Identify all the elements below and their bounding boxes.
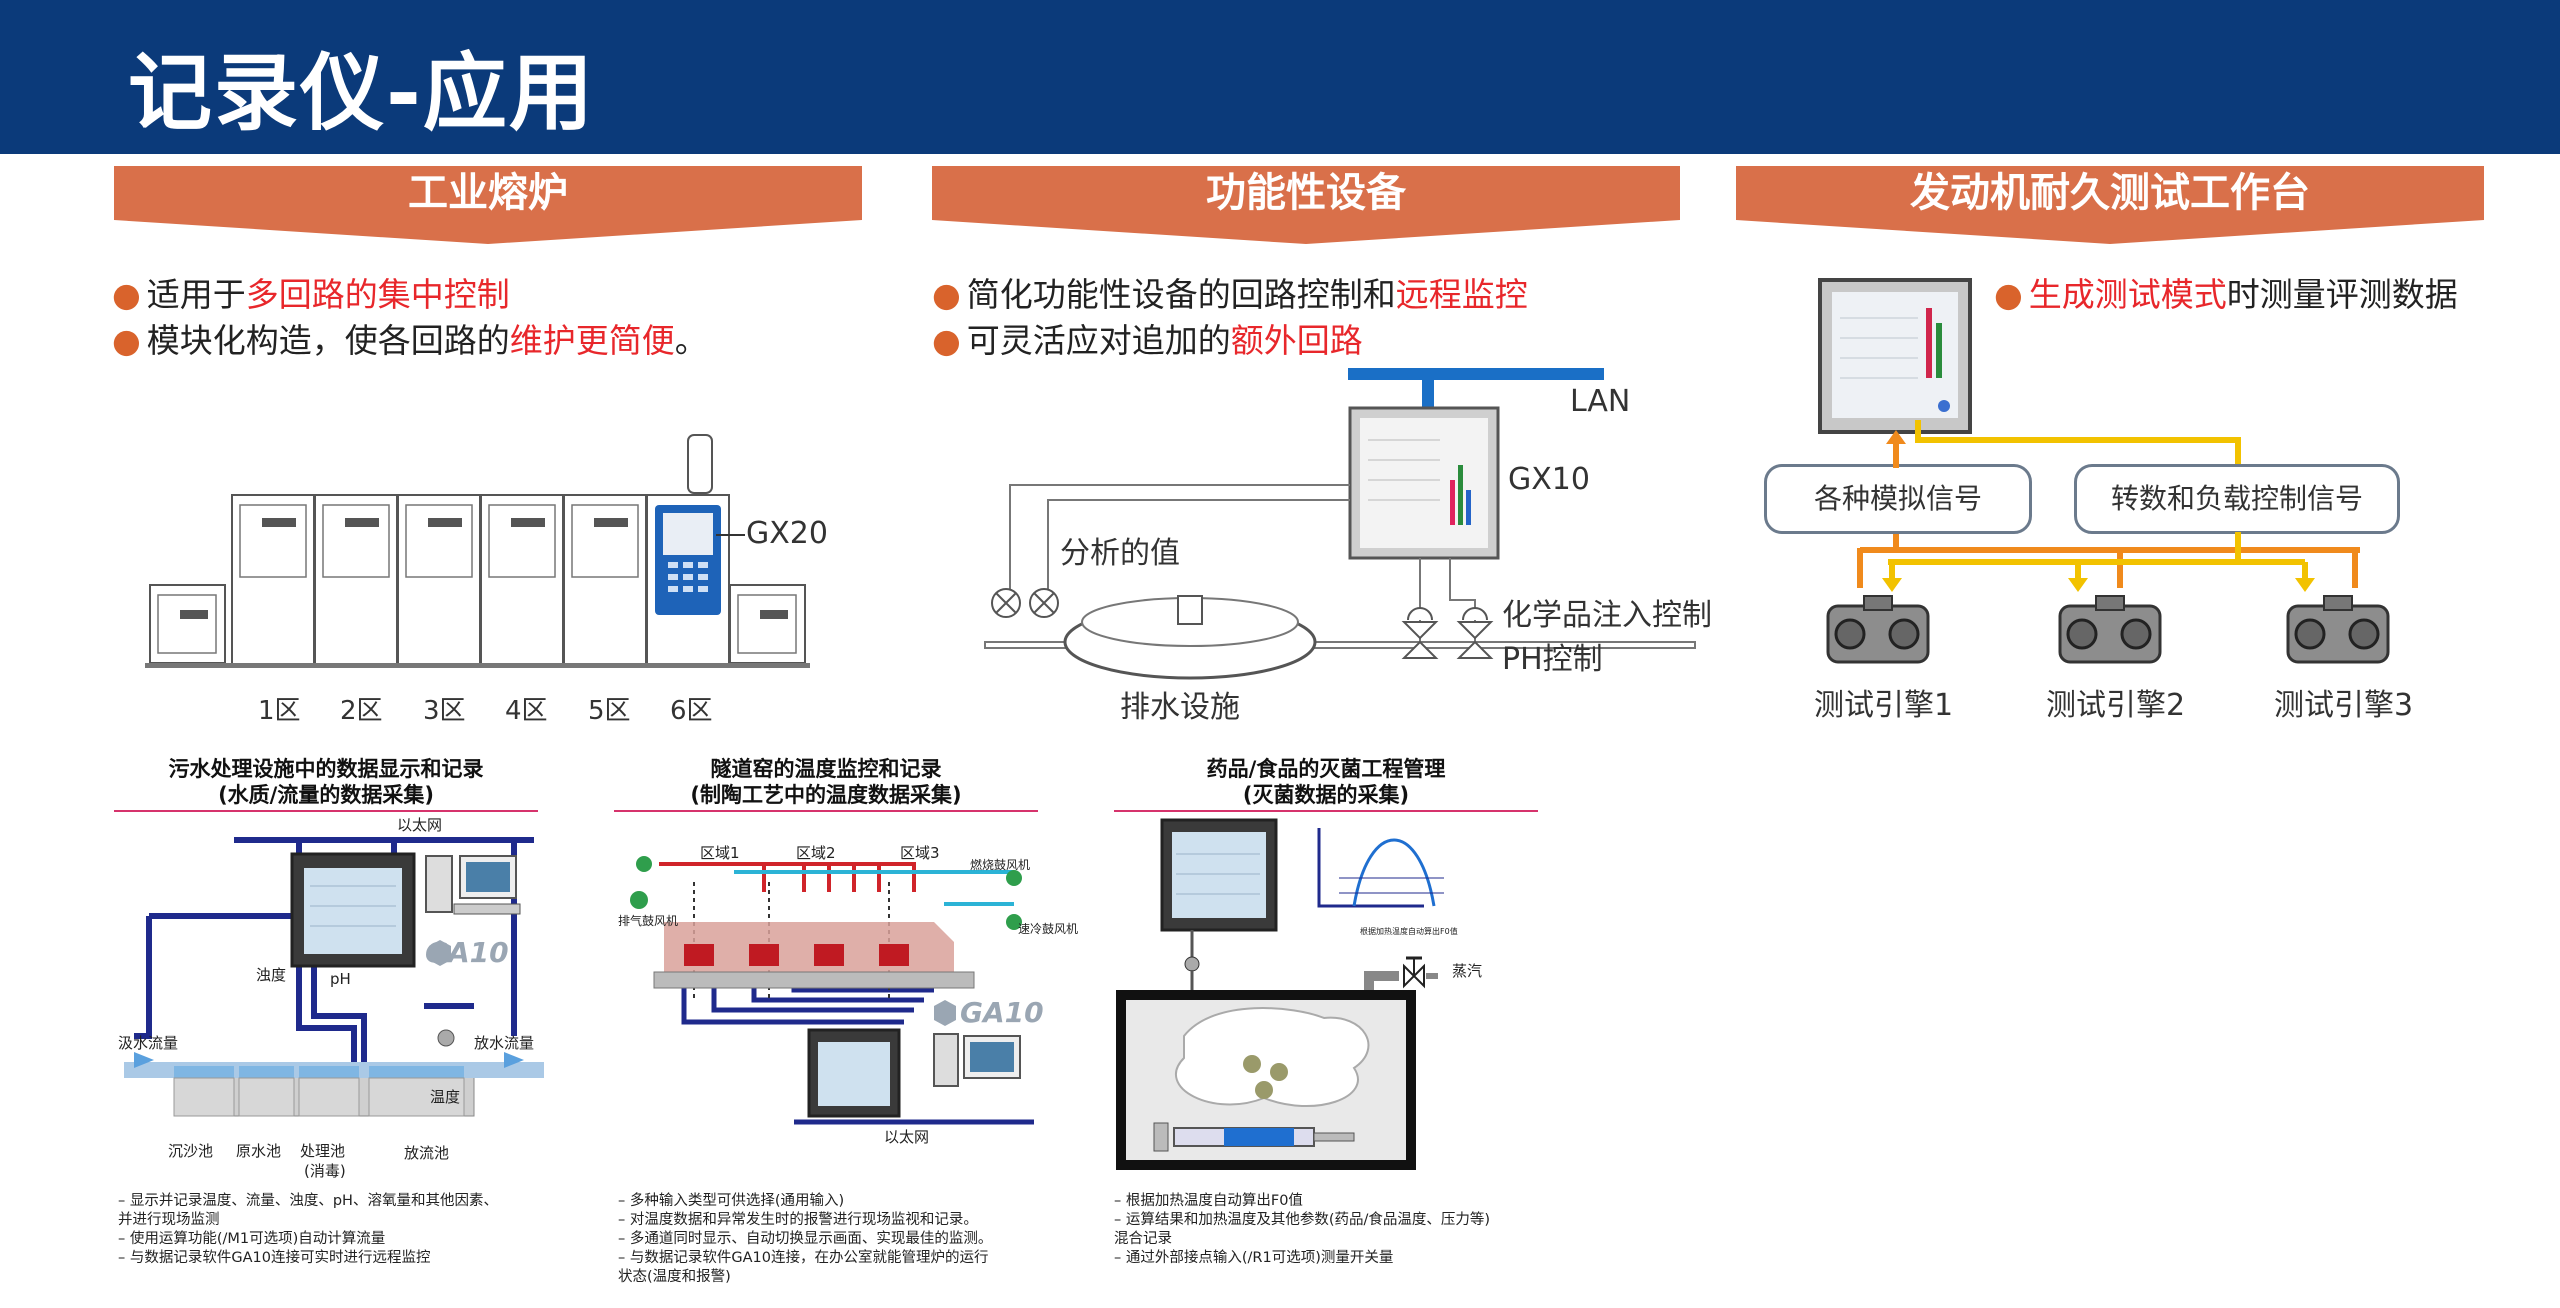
banner-functional-label: 功能性设备 (1206, 170, 1406, 216)
outflow-label: 放水流量 (474, 1034, 535, 1052)
engine-label: 测试引擎2 (2046, 688, 2186, 723)
analysis-label: 分析的值 (1060, 536, 1180, 571)
kiln-zone-label: 区域3 (900, 844, 940, 862)
case3-notes: – 根据加热温度自动算出F0值– 运算结果和加热温度及其他参数(药品/食品温度、… (1114, 1193, 1491, 1266)
case2-illustration (630, 856, 1034, 1125)
case2-title: 隧道窑的温度监控和记录(制陶工艺中的温度数据采集) (690, 757, 962, 807)
case2-ethernet-label: 以太网 (884, 1128, 930, 1146)
case3-illustration (1116, 818, 1444, 1170)
engine-label: 测试引擎3 (2274, 688, 2414, 723)
functional-illustration (984, 368, 1696, 680)
kiln-zone-label: 区域1 (700, 844, 740, 862)
chem-injection-label: 化学品注入控制 (1502, 598, 1712, 633)
case1-divider (114, 810, 538, 812)
case2-divider (614, 810, 1038, 812)
zone-label: 6区 (670, 696, 713, 726)
temp-label: 温度 (430, 1088, 461, 1106)
gx20-label: GX20 (746, 516, 828, 551)
furnace-illustration (145, 434, 810, 668)
control-signal-box: 转数和负载控制信号 (2074, 464, 2400, 534)
functional-bullet-2: ●可灵活应对追加的额外回路 (932, 321, 1363, 360)
engine-icon (1826, 595, 1930, 664)
kiln-zone-label: 区域2 (796, 844, 836, 862)
case2-notes: – 多种输入类型可供选择(通用输入)– 对温度数据和异常发生时的报警进行现场监视… (618, 1193, 993, 1285)
engine-bullet-1: ●生成测试模式时测量评测数据 (1994, 275, 2458, 314)
case1-title: 污水处理设施中的数据显示和记录(水质/流量的数据采集) (168, 757, 484, 807)
engine-label: 测试引擎1 (1814, 688, 1954, 723)
quench-fan-label: 速冷鼓风机 (1018, 922, 1079, 936)
functional-bullet-1: ●简化功能性设备的回路控制和远程监控 (932, 275, 1528, 314)
case3-divider (1114, 810, 1538, 812)
case1-ga10-logo: GA10 (425, 936, 509, 969)
zone-label: 5区 (588, 696, 631, 726)
case1-ethernet-label: 以太网 (397, 816, 443, 834)
burner-fan-label: 燃烧鼓风机 (970, 858, 1031, 872)
tank-sub-label: (消毒) (304, 1162, 346, 1180)
f0-graph-caption: 根据加热温度自动算出F0值 (1360, 927, 1458, 936)
banner-engine: 发动机耐久测试工作台 (1736, 166, 2484, 244)
zone-label: 3区 (423, 696, 466, 726)
page-title: 记录仪-应用 (128, 44, 595, 142)
ph-label: pH (330, 970, 351, 988)
case3-title: 药品/食品的灭菌工程管理(灭菌数据的采集) (1206, 757, 1446, 807)
header-bar (0, 0, 2560, 154)
engine-icon (2286, 595, 2390, 664)
banner-furnace-label: 工业熔炉 (408, 170, 568, 216)
steam-label: 蒸汽 (1452, 962, 1483, 980)
analog-signal-box: 各种模拟信号 (1764, 464, 2032, 534)
case1-illustration (124, 837, 544, 1117)
tank-label: 沉沙池 (168, 1142, 214, 1160)
furnace-bullet-1: ●适用于多回路的集中控制 (112, 275, 510, 314)
banner-furnace: 工业熔炉 (114, 166, 862, 244)
zone-label: 4区 (505, 696, 548, 726)
drain-label: 排水设施 (1120, 690, 1240, 725)
lan-label: LAN (1570, 384, 1631, 419)
ph-control-label: PH控制 (1502, 642, 1603, 677)
case1-notes: – 显示并记录温度、流量、浊度、pH、溶氧量和其他因素、 并进行现场监测– 使用… (118, 1193, 498, 1266)
inflow-label: 汲水流量 (118, 1034, 179, 1052)
engine-icon (2058, 595, 2162, 664)
exhaust-fan-label: 排气鼓风机 (618, 914, 679, 928)
tank-label: 原水池 (236, 1142, 282, 1160)
tank-label: 放流池 (404, 1144, 450, 1162)
furnace-bullet-2: ●模块化构造，使各回路的维护更简便。 (112, 321, 708, 360)
tank-label: 处理池 (300, 1142, 346, 1160)
zone-label: 2区 (340, 696, 383, 726)
banner-engine-label: 发动机耐久测试工作台 (1910, 170, 2310, 216)
banner-functional: 功能性设备 (932, 166, 1680, 244)
case2-ga10-logo: GA10 (960, 996, 1044, 1029)
turbidity-label: 浊度 (256, 966, 287, 984)
gx10-label: GX10 (1508, 462, 1590, 497)
recorder-device (1818, 278, 1972, 434)
zone-label: 1区 (258, 696, 301, 726)
signal-arrows (1857, 420, 2360, 592)
